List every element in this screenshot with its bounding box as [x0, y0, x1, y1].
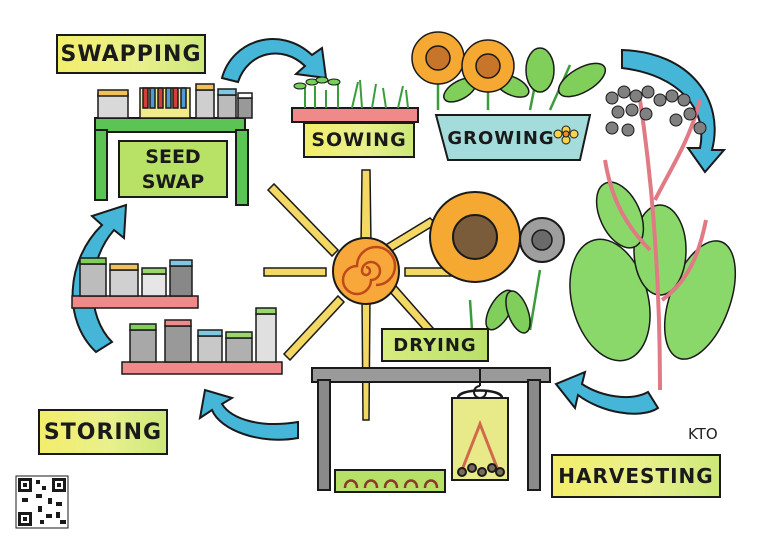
sowing-tray	[291, 76, 419, 123]
sun-icon	[263, 169, 471, 421]
drying-flowers	[429, 191, 565, 334]
label-growing: GROWING	[447, 127, 555, 149]
sign-seed-swap: SEED SWAP	[118, 140, 228, 198]
growing-planter	[411, 31, 607, 161]
arrow-storing-to-swapping	[71, 203, 128, 354]
cycle-arrows	[71, 38, 727, 441]
sign-seed-swap-line2: SWAP	[141, 171, 205, 193]
flower-icon	[553, 125, 579, 145]
label-swapping: SWAPPING	[56, 34, 206, 74]
label-sowing: SOWING	[303, 122, 415, 158]
seed-swap-table	[94, 83, 253, 206]
artist-signature: KTO	[688, 425, 718, 443]
label-drying: DRYING	[381, 328, 489, 362]
drying-rack	[311, 367, 551, 493]
storing-shelves	[71, 257, 283, 375]
arrow-harvest-to-drying	[554, 370, 660, 415]
arrow-growing-to-harvest	[621, 48, 727, 174]
label-storing: STORING	[38, 409, 168, 455]
seed-plant	[569, 85, 737, 391]
sign-seed-swap-line1: SEED	[145, 146, 201, 168]
arrow-swapping-to-sowing	[220, 38, 328, 84]
arrow-drying-to-storing	[198, 388, 299, 441]
label-harvesting: HARVESTING	[551, 454, 721, 498]
qr-code	[15, 475, 69, 529]
